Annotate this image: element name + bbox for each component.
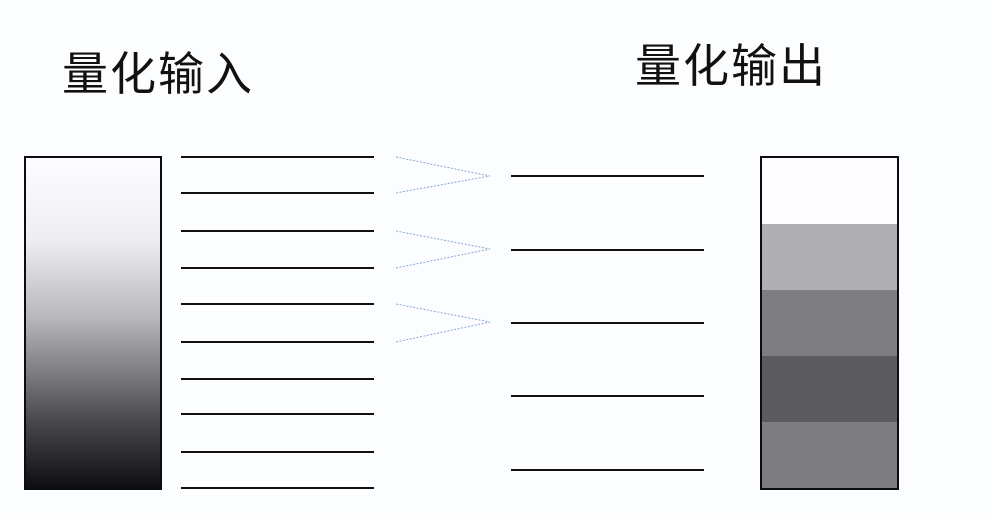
output-title: 量化输出 (635, 39, 827, 93)
input-title: 量化输入 (62, 47, 254, 101)
mapping-arrow-line (395, 175, 491, 194)
output-band (762, 422, 897, 488)
input-gradient-bar (24, 156, 162, 490)
output-quantized-bar (760, 156, 899, 490)
mapping-arrow-line (395, 230, 491, 250)
mapping-arrow-line (395, 156, 491, 177)
mapping-arrow-line (395, 321, 491, 343)
mapping-arrow-line (395, 303, 491, 323)
output-band (762, 224, 897, 290)
output-band (762, 356, 897, 422)
output-band (762, 158, 897, 224)
output-band (762, 290, 897, 356)
mapping-arrow-line (395, 248, 491, 269)
